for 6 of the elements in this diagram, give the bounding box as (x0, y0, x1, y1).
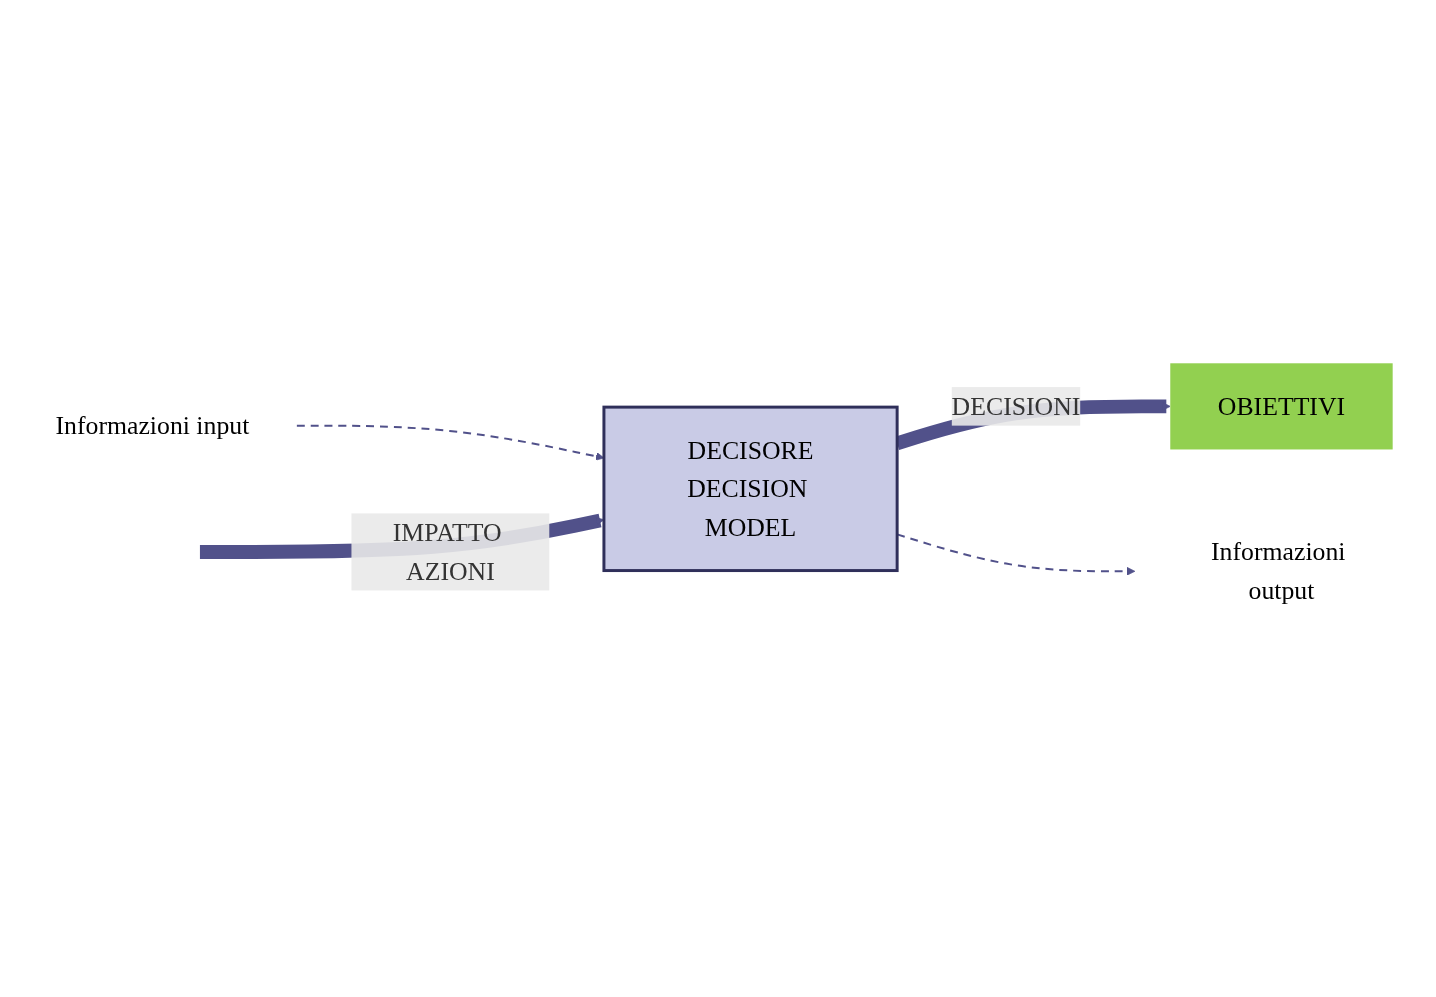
node-box: OBIETTIVI (1170, 363, 1393, 450)
node-text: Informazioni input (55, 411, 250, 441)
node-box: DECISORE DECISION MODEL (602, 405, 899, 573)
edge-label: IMPATTO AZIONI (392, 518, 502, 586)
node-text: Informazioni output (1211, 537, 1346, 605)
edge-label: DECISIONI (951, 392, 1081, 421)
